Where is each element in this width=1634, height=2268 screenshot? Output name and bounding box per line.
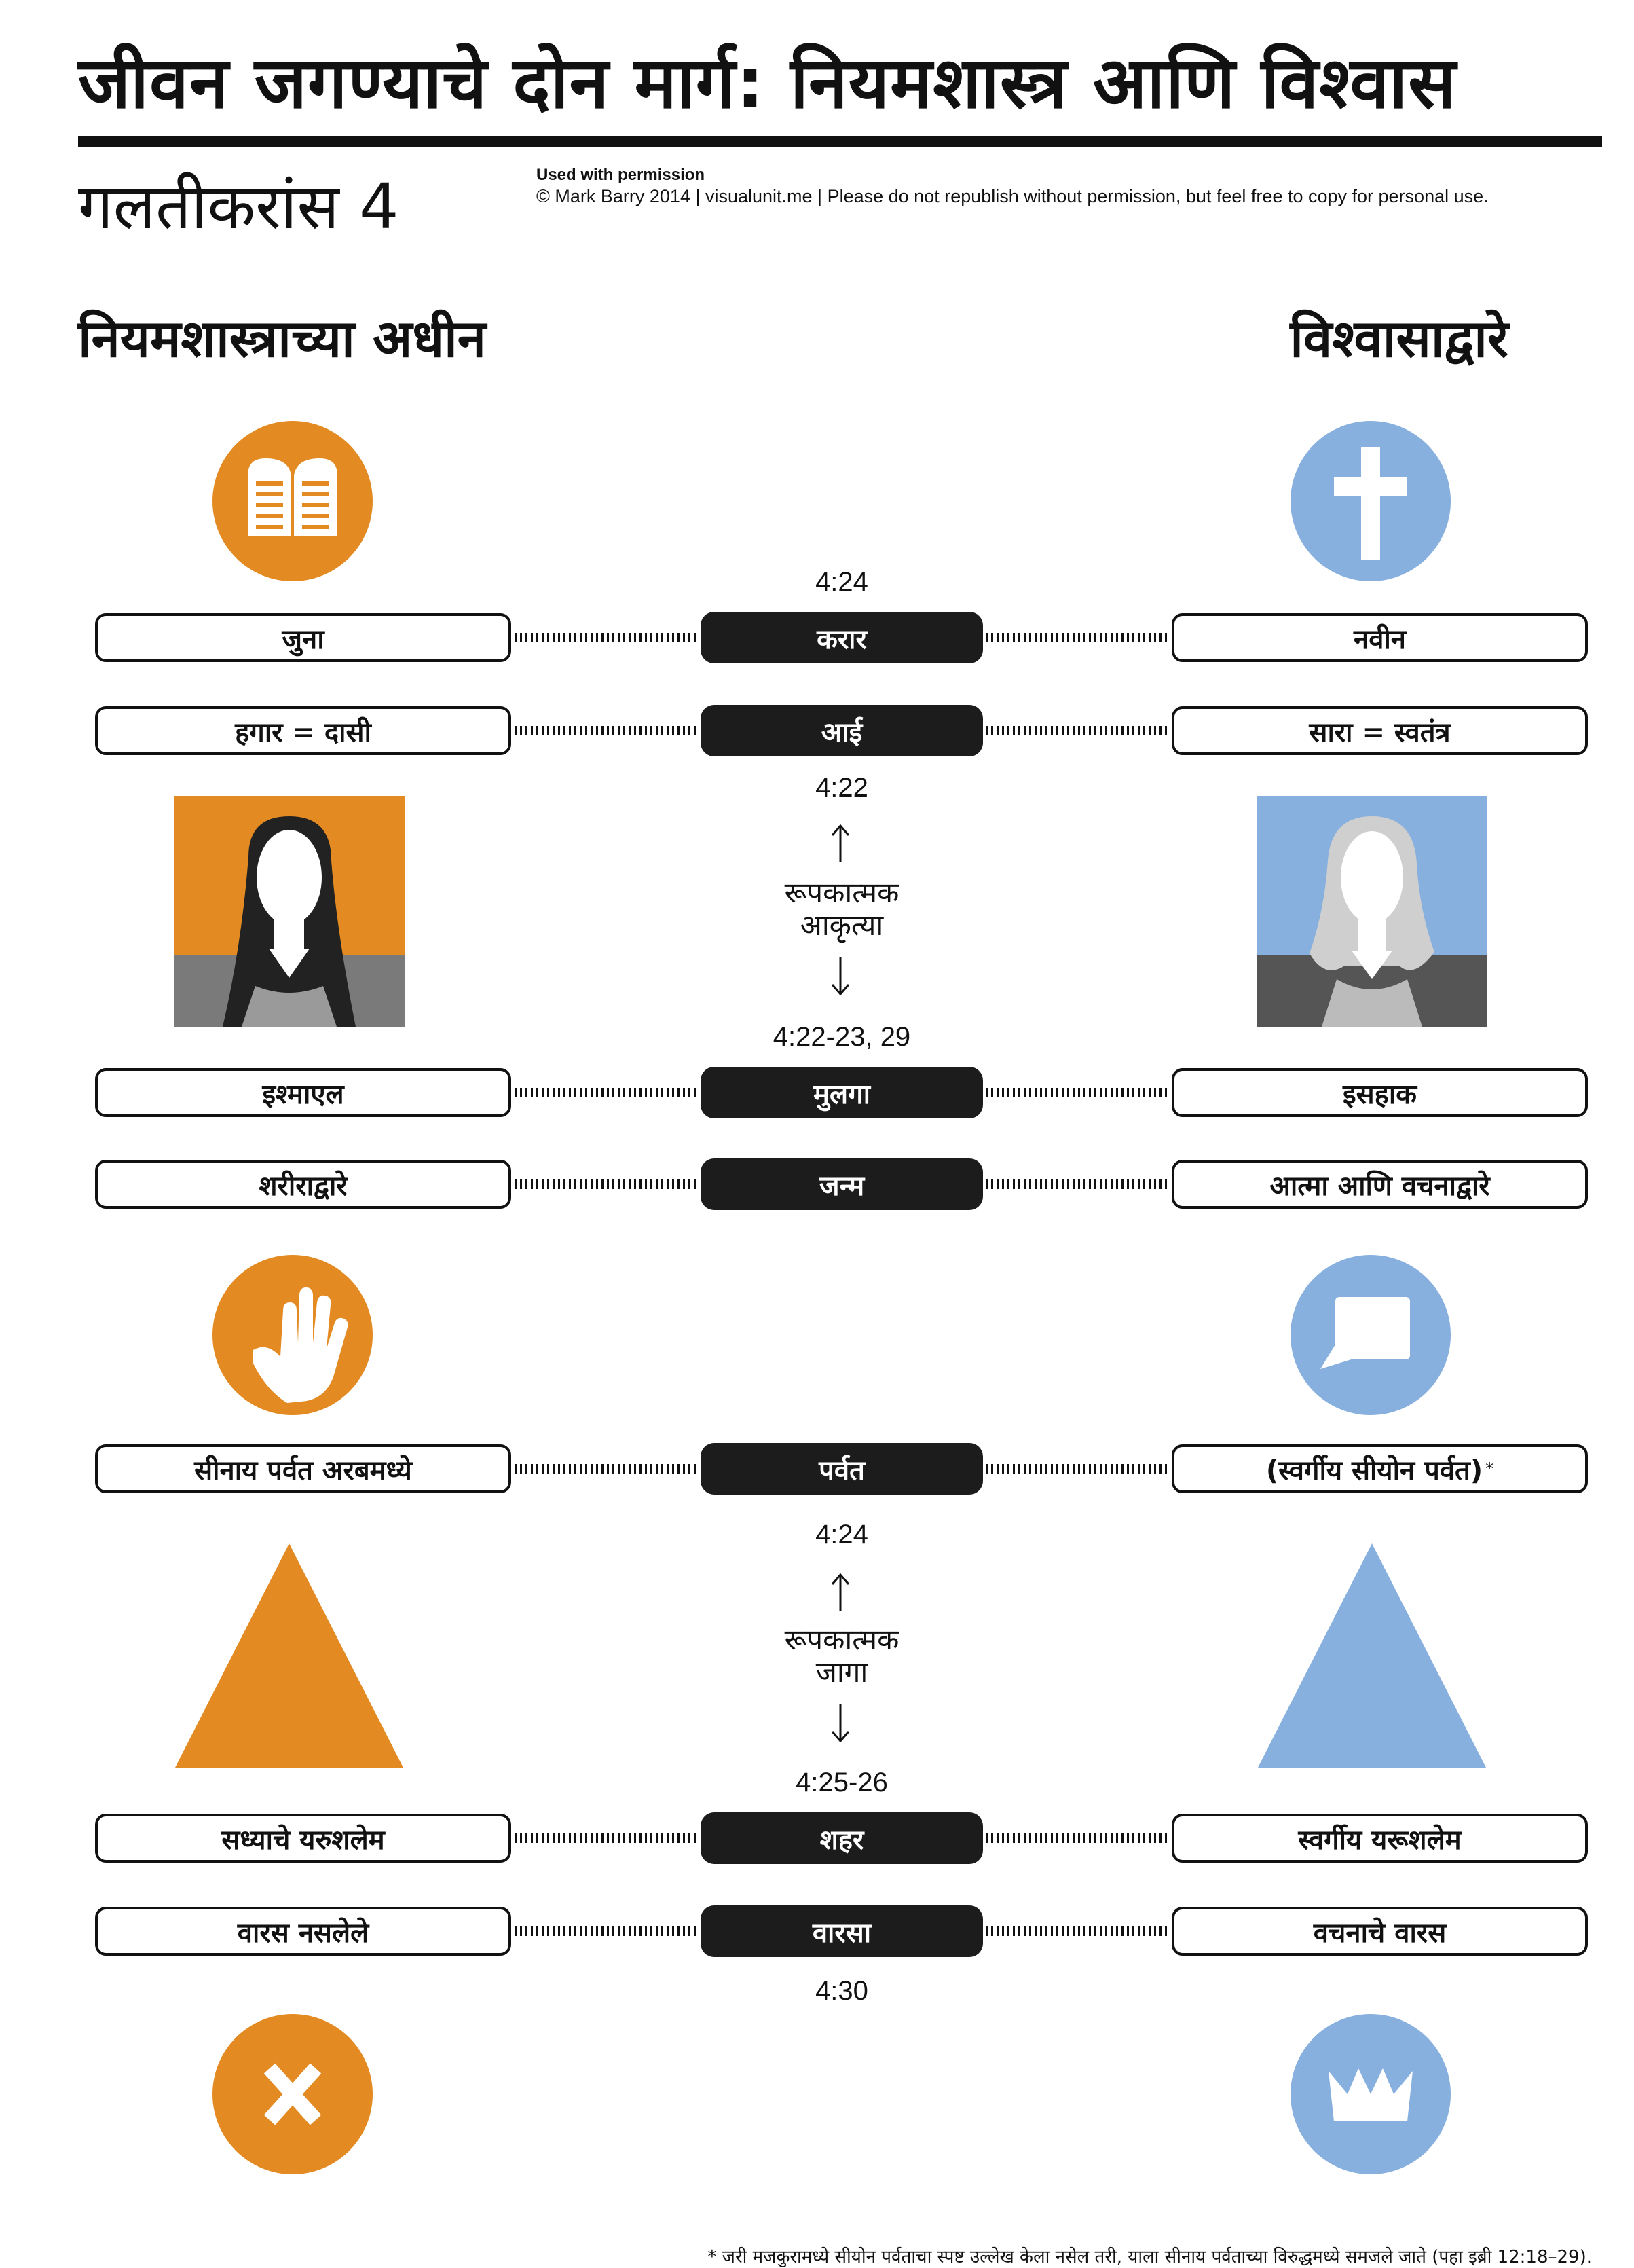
connector-dots <box>986 1179 1169 1189</box>
right-box-mother: सारा = स्वतंत्र <box>1172 706 1588 755</box>
speech-bubble-icon <box>1291 1255 1451 1415</box>
down-arrow-icon <box>831 1703 850 1744</box>
center-label-city: शहर <box>701 1812 983 1864</box>
center-label-birth: जन्म <box>701 1158 983 1210</box>
connector-dots <box>986 633 1169 642</box>
connector-dots <box>515 726 698 735</box>
left-box-mother: हगार = दासी <box>95 706 511 755</box>
title-rule <box>78 136 1602 147</box>
raised-hand-icon <box>212 1255 373 1415</box>
connector-dots <box>515 1926 698 1936</box>
figurative-label-line2: जागा <box>815 1656 868 1689</box>
right-box-city: स्वर्गीय यरूशलेम <box>1172 1814 1588 1863</box>
permission-label: Used with permission <box>536 166 705 184</box>
connector-dots <box>515 1088 698 1097</box>
orange-mountain-triangle <box>174 1538 405 1769</box>
up-arrow-icon <box>831 1572 850 1613</box>
footnote-marker: * <box>1485 1459 1494 1478</box>
right-box-mountain-text: (स्वर्गीय सीयोन पर्वत) <box>1265 1455 1483 1486</box>
connector-dots <box>986 1464 1169 1474</box>
left-box-inheritance: वारस नसलेले <box>95 1907 511 1956</box>
right-box-son: इसहाक <box>1172 1068 1588 1117</box>
reference-r6: 4:30 <box>815 1976 868 2006</box>
reference-r5: 4:25-26 <box>796 1768 888 1797</box>
down-arrow-icon <box>831 956 850 997</box>
woman-dark-hair-portrait <box>174 796 405 1027</box>
left-column-heading: नियमशास्त्राच्या अधीन <box>78 308 486 369</box>
center-label-son: मुलगा <box>701 1067 983 1118</box>
connector-dots <box>986 726 1169 735</box>
up-arrow-icon <box>831 823 850 864</box>
right-box-covenant: नवीन <box>1172 613 1588 662</box>
x-icon <box>212 2014 373 2174</box>
center-label-covenant: करार <box>701 612 983 663</box>
left-box-son: इश्माएल <box>95 1068 511 1117</box>
figurative-label-line2: आकृत्या <box>800 909 884 942</box>
connector-dots <box>515 1464 698 1474</box>
right-box-inheritance: वचनाचे वारस <box>1172 1907 1588 1956</box>
right-column-heading: विश्वासाद्वारे <box>1290 308 1508 369</box>
tablets-of-law-icon <box>212 421 373 581</box>
connector-dots <box>986 1088 1169 1097</box>
connector-dots <box>986 1833 1169 1843</box>
right-box-birth: आत्मा आणि वचनाद्वारे <box>1172 1160 1588 1209</box>
left-box-city: सध्याचे यरुशलेम <box>95 1814 511 1863</box>
reference-r2: 4:22 <box>815 773 868 803</box>
reference-r4: 4:24 <box>815 1520 868 1550</box>
center-label-mountain: पर्वत <box>701 1443 983 1495</box>
center-label-mother: आई <box>701 705 983 756</box>
connector-dots <box>515 1179 698 1189</box>
left-box-mountain: सीनाय पर्वत अरबमध्ये <box>95 1444 511 1493</box>
crown-icon <box>1291 2014 1451 2174</box>
woman-grey-hair-portrait <box>1257 796 1487 1027</box>
connector-dots <box>515 633 698 642</box>
blue-mountain-triangle <box>1257 1538 1487 1769</box>
connector-dots <box>986 1926 1169 1936</box>
figurative-label-line1: रूपकात्मक <box>784 876 899 909</box>
reference-r3: 4:22-23, 29 <box>773 1022 911 1052</box>
left-box-covenant: जुना <box>95 613 511 662</box>
figurative-label-line1: रूपकात्मक <box>784 1623 899 1656</box>
connector-dots <box>515 1833 698 1843</box>
credit-line: © Mark Barry 2014 | visualunit.me | Plea… <box>536 186 1489 206</box>
reference-r1: 4:24 <box>815 567 868 597</box>
footnote: * जरी मजकुरामध्ये सीयोन पर्वताचा स्पष्ट … <box>707 2247 1592 2267</box>
right-box-mountain: (स्वर्गीय सीयोन पर्वत) * <box>1172 1444 1588 1493</box>
page-title: जीवन जगण्याचे दोन मार्ग: नियमशास्त्र आणि… <box>78 41 1457 124</box>
center-label-inheritance: वारसा <box>701 1905 983 1957</box>
page-subtitle: गलतीकरांस 4 <box>78 170 399 243</box>
left-box-birth: शरीराद्वारे <box>95 1160 511 1209</box>
cross-icon <box>1291 421 1451 581</box>
